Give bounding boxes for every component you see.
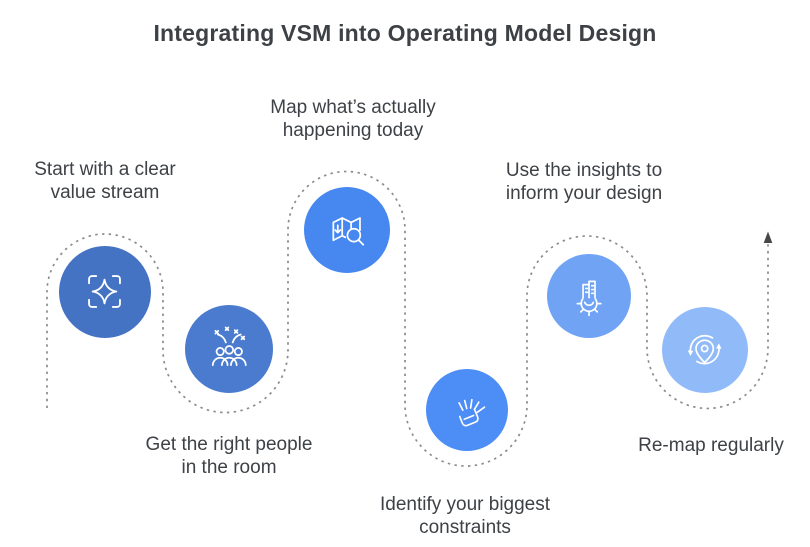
step-circle-4 [426, 369, 508, 451]
people-celebration-icon [211, 326, 247, 366]
step-label-5: Use the insights to inform your design [484, 159, 684, 205]
step-circle-2 [185, 305, 273, 393]
people-group [211, 344, 247, 366]
step-label-line: constraints [419, 517, 511, 538]
gear [576, 297, 602, 317]
step-label-3: Map what’s actually happening today [253, 96, 453, 142]
step-label-line: happening today [282, 120, 424, 141]
focus-sparkle-icon [88, 275, 122, 309]
tray-with-rays [457, 398, 485, 427]
step-label-line: Use the insights to [505, 160, 663, 181]
flow-dotted-path [46, 170, 769, 467]
page-title: Integrating VSM into Operating Model Des… [153, 20, 657, 46]
step-label-4: Identify your biggest constraints [365, 493, 565, 539]
step-label-2: Get the right people in the room [129, 433, 329, 479]
sparkle-shape [92, 279, 118, 305]
step-circle-5 [547, 254, 631, 338]
step-label-1: Start with a clear value stream [5, 158, 205, 204]
step-label-line: Start with a clear [34, 159, 176, 180]
step-circle-3 [304, 187, 390, 273]
refresh-arrows [688, 335, 722, 365]
step-circle-6 [662, 307, 748, 393]
step-label-line: value stream [50, 182, 160, 203]
pin-refresh-icon [688, 335, 722, 365]
gear-building-icon [576, 280, 602, 317]
building [582, 280, 596, 299]
constraint-rays-icon [457, 398, 485, 427]
confetti-streamers [214, 326, 245, 344]
step-label-line: Identify your biggest [379, 494, 551, 515]
map-search-icon [332, 217, 365, 246]
step-label-line: Map what’s actually [270, 97, 436, 118]
step-label-6: Re-map regularly [611, 434, 810, 457]
step-label-line: Re-map regularly [638, 435, 784, 456]
flow-arrowhead-icon [763, 231, 773, 243]
magnifier [346, 228, 365, 246]
step-label-line: Get the right people [145, 434, 313, 455]
location-pin [695, 339, 715, 364]
step-circle-1 [59, 246, 151, 338]
focus-frame-corners [88, 275, 122, 309]
step-label-line: inform your design [505, 183, 663, 204]
step-label-line: in the room [181, 457, 277, 478]
folded-map [332, 217, 362, 242]
